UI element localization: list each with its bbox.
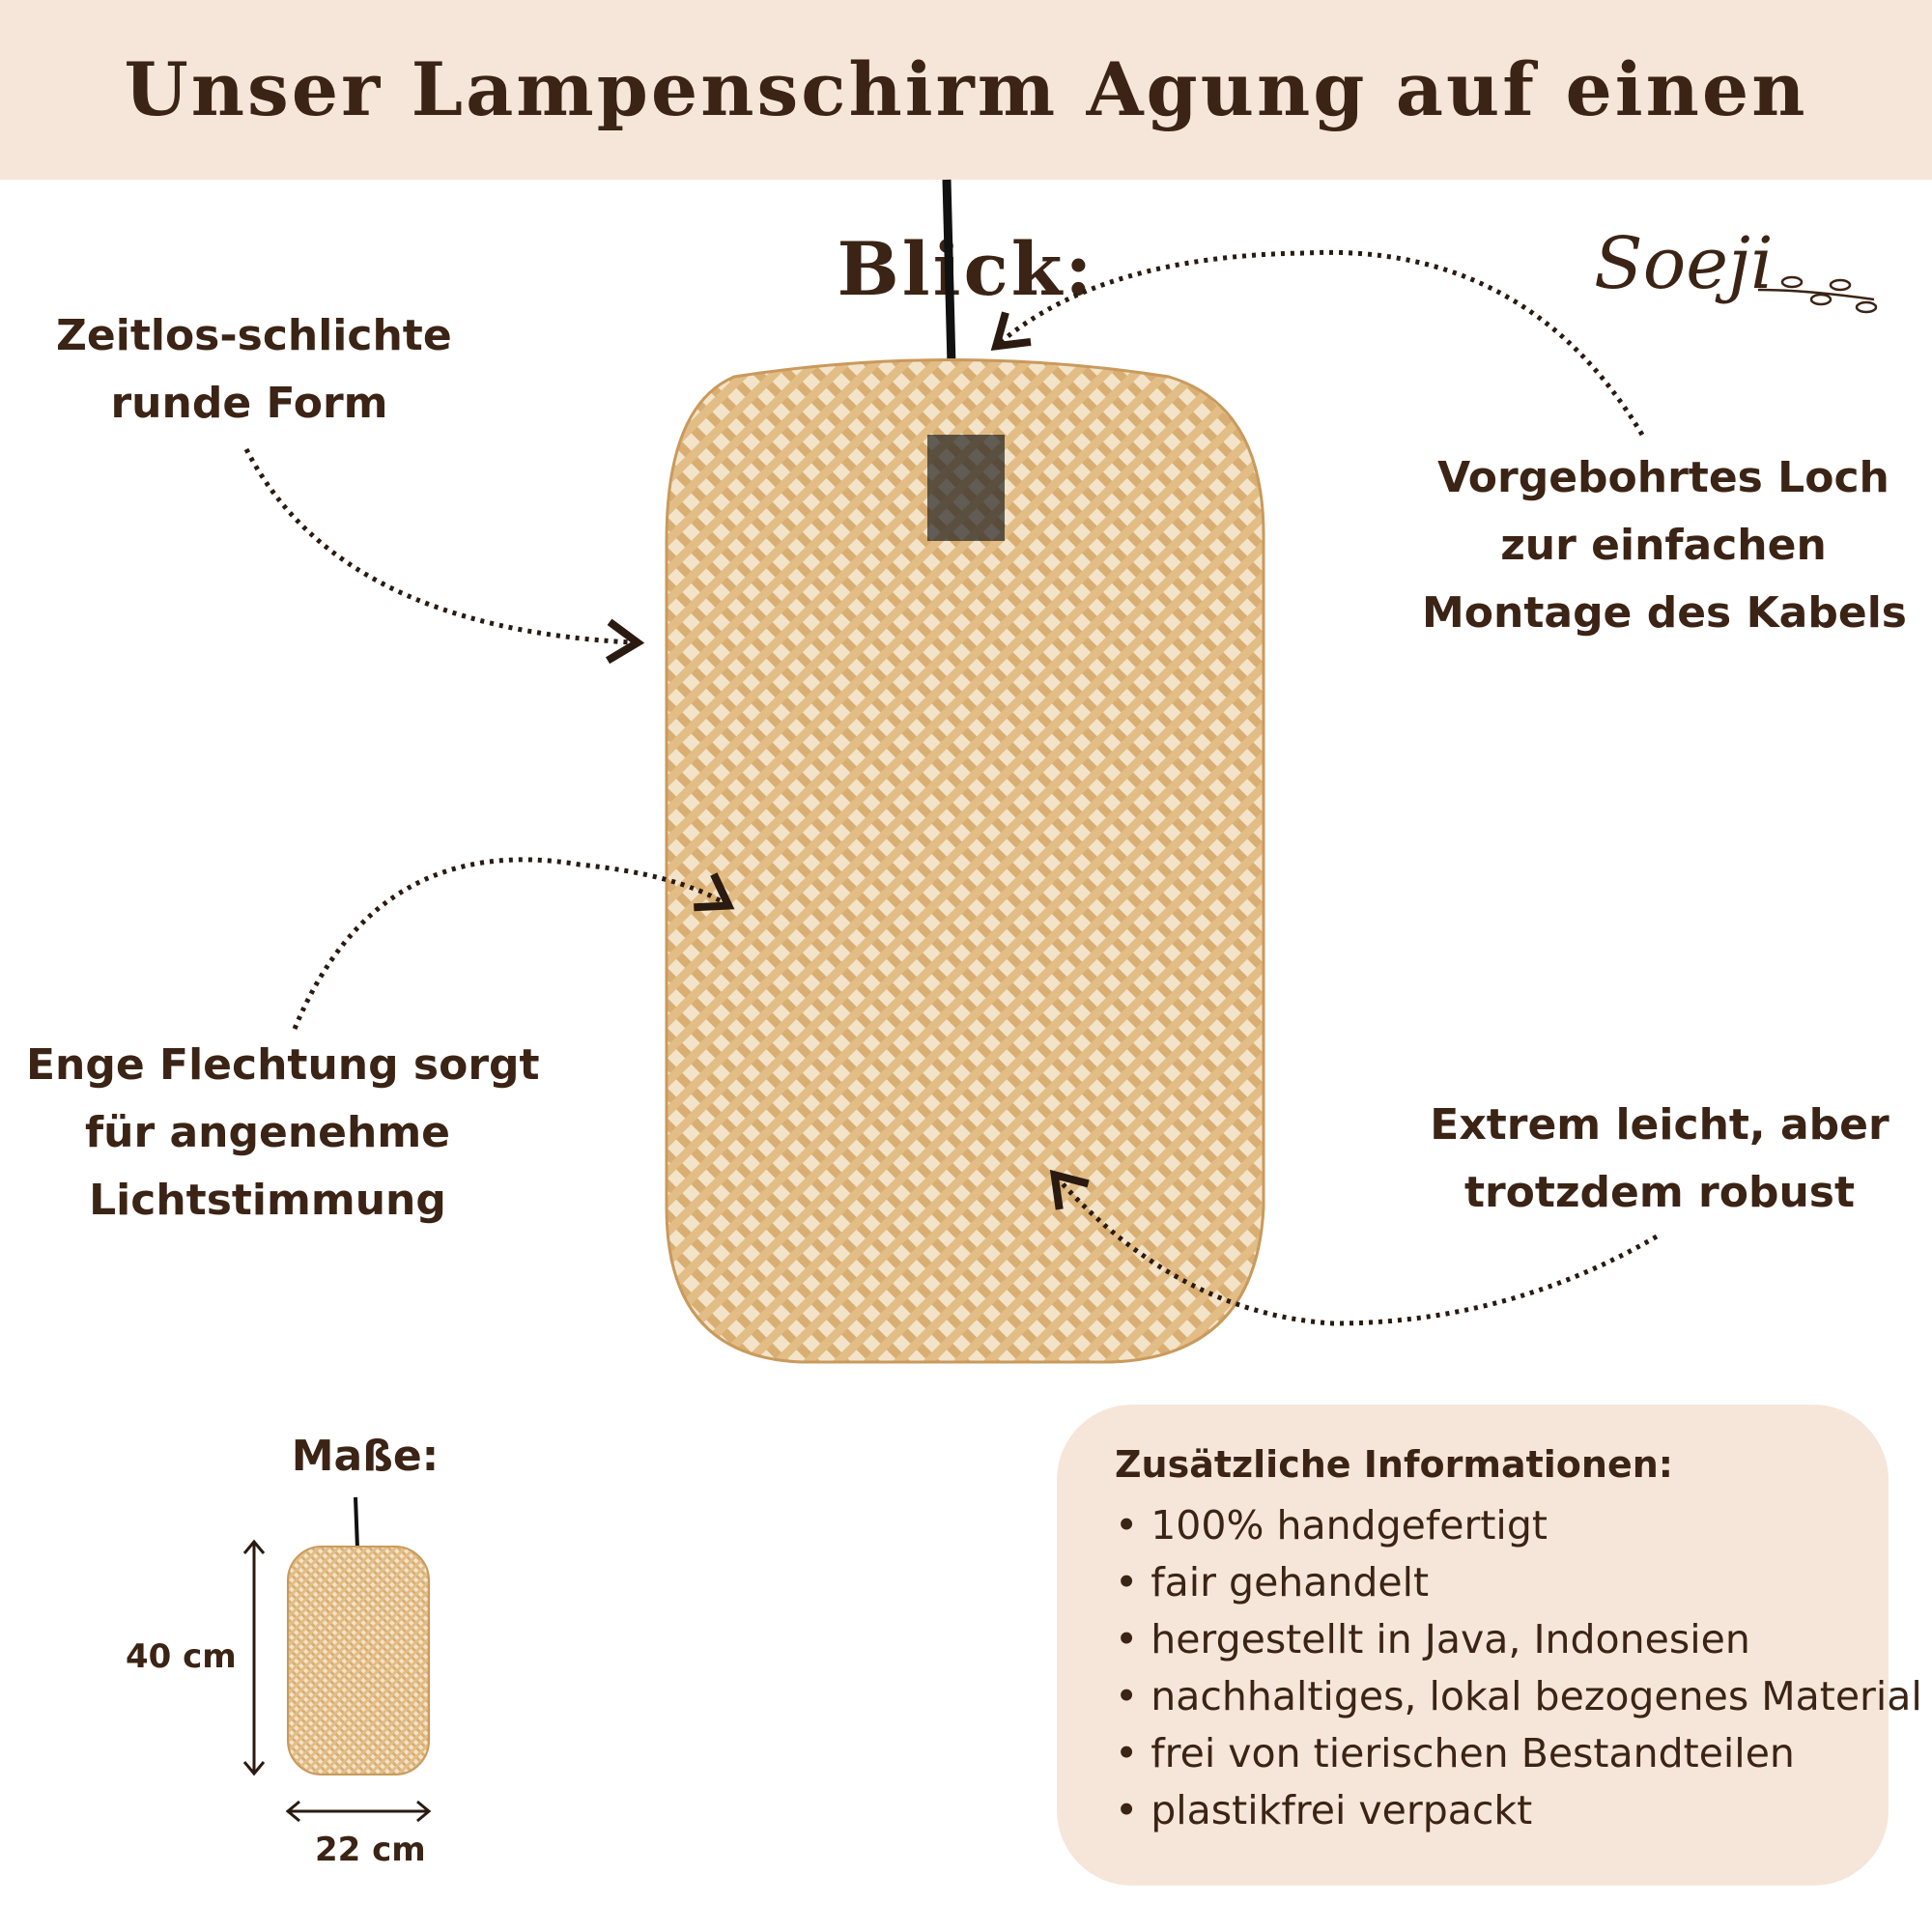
feature-weave: Enge Flechtung sorgt für angenehme Licht… xyxy=(26,1032,540,1235)
list-item: frei von tierischen Bestandteilen xyxy=(1115,1725,1922,1782)
feature-line: Extrem leicht, aber xyxy=(1430,1100,1889,1150)
list-item: plastikfrei verpackt xyxy=(1115,1782,1922,1839)
info-box: Zusätzliche Informationen: 100% handgefe… xyxy=(1057,1405,1922,1886)
list-item: nachhaltiges, lokal bezogenes Material xyxy=(1115,1668,1922,1725)
lamp-hole xyxy=(927,435,1005,541)
logo-leaf-icon xyxy=(1757,275,1878,314)
brand-logo: Soeji xyxy=(1594,222,1774,305)
small-lamp-shade xyxy=(287,1546,430,1776)
feature-line: Vorgebohrtes Loch xyxy=(1437,453,1889,502)
feature-weight: Extrem leicht, aber trotzdem robust xyxy=(1418,1092,1901,1227)
list-item: 100% handgefertigt xyxy=(1115,1497,1922,1554)
feature-line: Enge Flechtung sorgt xyxy=(26,1040,540,1090)
arrow-weave xyxy=(292,857,735,1030)
info-title: Zusätzliche Informationen: xyxy=(1115,1443,1673,1486)
feature-line: Lichtstimmung xyxy=(89,1176,446,1225)
feature-line: für angenehme xyxy=(84,1108,451,1157)
lamp-cable xyxy=(942,179,956,366)
header-banner xyxy=(0,0,1932,180)
info-list: 100% handgefertigt fair gehandelt herges… xyxy=(1115,1497,1922,1839)
feature-line: Montage des Kabels xyxy=(1422,588,1907,638)
width-value: 22 cm xyxy=(315,1831,426,1869)
list-item: fair gehandelt xyxy=(1115,1554,1922,1611)
feature-hole: Vorgebohrtes Loch zur einfachen Montage … xyxy=(1422,444,1907,647)
lamp-shade xyxy=(665,358,1265,1364)
page-title: Unser Lampenschirm Agung auf einen Blick… xyxy=(124,46,1808,312)
height-value: 40 cm xyxy=(126,1637,237,1676)
feature-shape: Zeitlos-schlichte runde Form xyxy=(56,302,452,438)
feature-line: trotzdem robust xyxy=(1463,1168,1856,1217)
feature-line: Zeitlos-schlichte xyxy=(56,311,452,360)
arrow-shape xyxy=(243,447,645,665)
feature-line: runde Form xyxy=(110,379,388,428)
arrow-weight xyxy=(1049,1169,1659,1326)
dimensions-title: Maße: xyxy=(291,1432,440,1481)
small-lamp-cable xyxy=(354,1496,359,1549)
feature-line: zur einfachen xyxy=(1500,521,1827,570)
list-item: hergestellt in Java, Indonesien xyxy=(1115,1611,1922,1668)
